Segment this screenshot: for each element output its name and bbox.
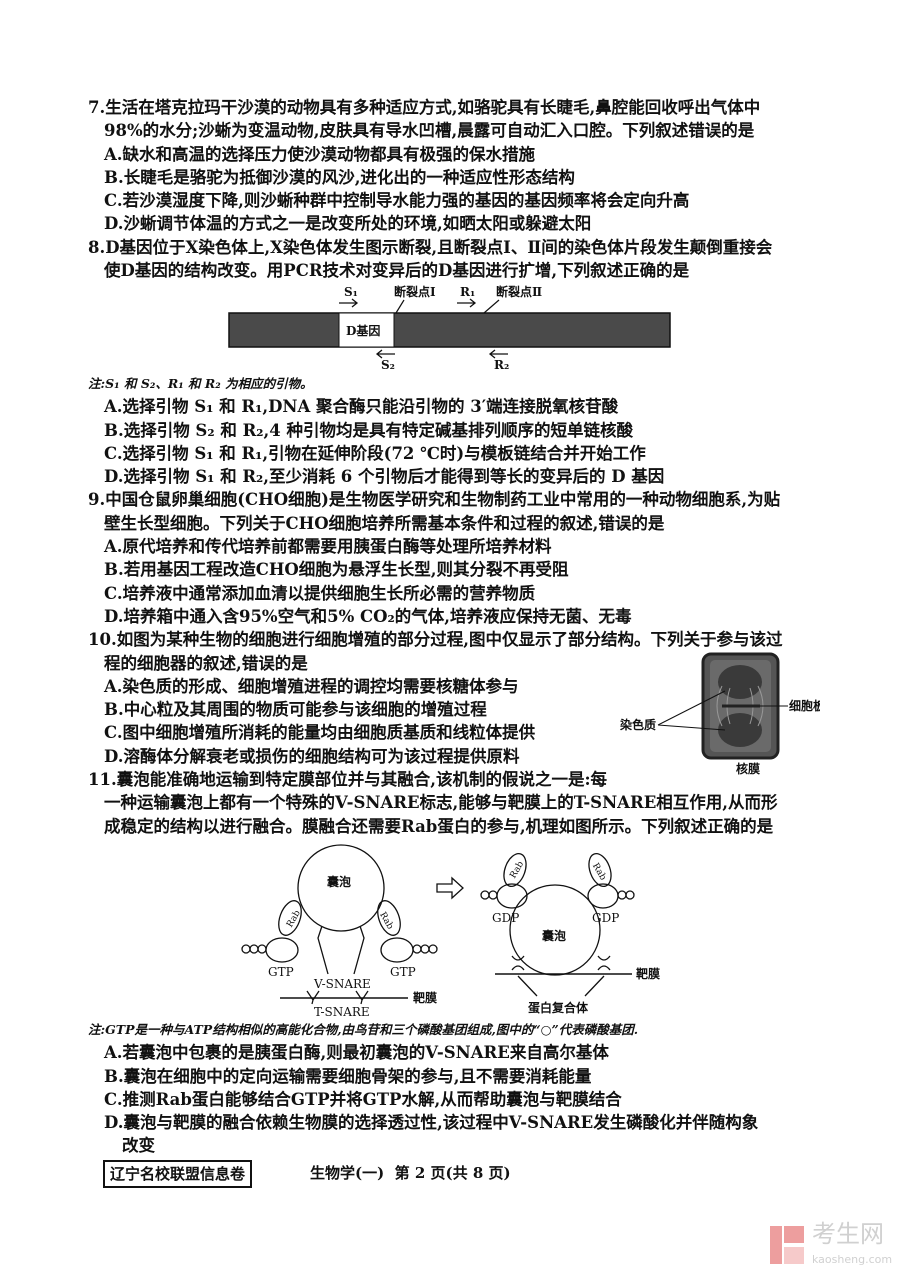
chromosome-bar <box>228 312 671 348</box>
q11-stem-line2: 一种运输囊泡上都有一个特殊的V-SNARE标志,能够与靶膜上的T-SNARE相互… <box>104 793 778 813</box>
q8-stem-line1: 8.D基因位于X染色体上,X染色体发生图示断裂,且断裂点Ⅰ、Ⅱ间的染色体片段发生… <box>88 237 773 257</box>
pointer-line <box>395 299 405 314</box>
q8-option-a: A.选择引物 S₁ 和 R₁,DNA 聚合酶只能沿引物的 3′端连接脱氧核苷酸 <box>104 397 619 417</box>
arrow-right-icon <box>339 298 359 308</box>
vesicle-label: 囊泡 <box>541 928 566 943</box>
q10-option-b: B.中心粒及其周围的物质可能参与该细胞的增殖过程 <box>104 700 487 720</box>
q8-note: 注:S₁ 和 S₂、R₁ 和 R₂ 为相应的引物。 <box>88 376 313 391</box>
upper-nucleus <box>718 665 762 699</box>
chromosome-diagram: D基因 S₁ 断裂点Ⅰ R₁ 断裂点Ⅱ S₂ R₂ <box>228 284 671 372</box>
v-snare-label: V-SNARE <box>313 977 371 991</box>
arrow-right-icon <box>436 876 464 900</box>
q11-option-b: B.囊泡在细胞中的定向运输需要细胞骨架的参与,且不需要消耗能量 <box>104 1066 592 1086</box>
q9-option-c: C.培养液中通常添加血清以提供细胞生长所必需的营养物质 <box>104 583 536 603</box>
vesicle-fusion-diagram: 囊泡 Rab Rab GTP GTP V-SNARE 靶膜 T-SNARE Ra… <box>241 844 660 1018</box>
q7-stem-line1: 7.生活在塔克拉玛干沙漠的动物具有多种适应方式,如骆驼具有长睫毛,鼻腔能回收呼出… <box>88 98 761 117</box>
q7-option-c: C.若沙漠湿度下降,则沙蜥种群中控制导水能力强的基因的基因频率将会定向升高 <box>104 191 690 211</box>
cell-division-figure: 细胞板 染色质 核膜 <box>619 652 820 776</box>
q11-option-d-continued: 改变 <box>122 1136 155 1156</box>
watermark-url: kaosheng.com <box>812 1253 893 1266</box>
protein-complex-label: 蛋白复合体 <box>528 1000 589 1015</box>
primer-s1-label: S₁ <box>344 285 358 299</box>
q10-stem-line1: 10.如图为某种生物的细胞进行细胞增殖的部分过程,图中仅显示了部分结构。下列关于… <box>88 630 783 650</box>
vesicle-label: 囊泡 <box>326 874 351 889</box>
q9-stem-line2: 壁生长型细胞。下列关于CHO细胞培养所需基本条件和过程的叙述,错误的是 <box>104 513 665 533</box>
pointer-line <box>657 690 726 731</box>
rab-right <box>377 900 401 936</box>
questions-8-11: 注:S₁ 和 S₂、R₁ 和 R₂ 为相应的引物。 A.选择引物 S₁ 和 R₁… <box>0 372 900 838</box>
q9-option-d: D.培养箱中通入含95%空气和5% CO₂的气体,培养液应保持无菌、无毒 <box>104 606 632 626</box>
q10-option-a: A.染色质的形成、细胞增殖进程的调控均需要核糖体参与 <box>104 676 519 696</box>
question-11-options: 注:GTP是一种与ATP结构相似的高能化合物,由鸟苷和三个磷酸基团组成,图中的“… <box>0 1018 900 1158</box>
gtp-label: GTP <box>268 965 294 979</box>
q11-note: 注:GTP是一种与ATP结构相似的高能化合物,由鸟苷和三个磷酸基团组成,图中的“… <box>88 1022 639 1037</box>
q8-option-b: B.选择引物 S₂ 和 R₂,4 种引物均是具有特定碱基排列顺序的短单链核酸 <box>104 420 633 440</box>
vesicle-left <box>297 844 385 932</box>
q11-option-c: C.推测Rab蛋白能够结合GTP并将GTP水解,从而帮助囊泡与靶膜结合 <box>104 1089 622 1109</box>
break-point-2-label: 断裂点Ⅱ <box>496 284 542 299</box>
footer-series-label: 辽宁名校联盟信息卷 <box>103 1160 252 1188</box>
d-gene-label: D基因 <box>346 323 380 338</box>
rab-label: Rab <box>508 860 526 881</box>
d-gene-box <box>338 312 395 348</box>
gtp-label: GTP <box>390 965 416 979</box>
gdp-label: GDP <box>592 911 619 925</box>
rab-left <box>278 900 302 936</box>
cell-plate-label: 细胞板 <box>789 698 820 713</box>
q8-stem-line2: 使D基因的结构改变。用PCR技术对变异后的D基因进行扩增,下列叙述正确的是 <box>104 261 690 281</box>
questions-7-8: 7.生活在塔克拉玛干沙漠的动物具有多种适应方式,如骆驼具有长睫毛,鼻腔能回收呼出… <box>0 96 900 282</box>
pointer-line <box>483 299 500 314</box>
vesicle-right <box>509 884 601 976</box>
q11-stem-line1: 11.囊泡能准确地运输到特定膜部位并与其融合,该机制的假说之一是:每 <box>88 770 608 790</box>
t-snare-label: T-SNARE <box>314 1005 370 1018</box>
kaosheng-logo-icon <box>770 1226 804 1264</box>
rab-label: Rab <box>590 862 608 883</box>
arrow-right-icon <box>457 298 477 308</box>
break-point-1-label: 断裂点Ⅰ <box>394 284 436 299</box>
q7-option-a: A.缺水和高温的选择压力使沙漠动物都具有极强的保水措施 <box>104 144 536 164</box>
q10-option-d: D.溶酶体分解衰老或损伤的细胞结构可为该过程提供原料 <box>104 746 520 766</box>
nuclear-membrane-label: 核膜 <box>736 761 760 776</box>
q8-option-d: D.选择引物 S₁ 和 R₂,至少消耗 6 个引物后才能得到等长的变异后的 D … <box>104 467 665 487</box>
q10-stem-line2: 程的细胞器的叙述,错误的是 <box>104 653 308 673</box>
q9-stem-line1: 9.中国仓鼠卵巢细胞(CHO细胞)是生物医学研究和生物制药工业中常用的一种动物细… <box>88 490 781 510</box>
footer-page-info: 生物学(一) 第 2 页(共 8 页) <box>310 1164 511 1182</box>
q11-option-a: A.若囊泡中包裹的是胰蛋白酶,则最初囊泡的V-SNARE来自高尔基体 <box>104 1043 609 1063</box>
watermark: 考生网 kaosheng.com <box>770 1220 900 1273</box>
q9-option-a: A.原代培养和传代培养前都需要用胰蛋白酶等处理所培养材料 <box>104 537 552 557</box>
q7-option-b: B.长睫毛是骆驼为抵御沙漠的风沙,进化出的一种适应性形态结构 <box>104 167 575 187</box>
q7-stem-line2: 98%的水分;沙蜥为变温动物,皮肤具有导水凹槽,晨露可自动汇入口腔。下列叙述错误… <box>104 121 755 141</box>
q9-option-b: B.若用基因工程改造CHO细胞为悬浮生长型,则其分裂不再受阻 <box>104 560 569 580</box>
q11-option-d: D.囊泡与靶膜的融合依赖生物膜的选择透过性,该过程中V-SNARE发生磷酸化并伴… <box>104 1113 759 1133</box>
target-membrane-label: 靶膜 <box>413 990 437 1005</box>
target-membrane-label: 靶膜 <box>636 966 660 981</box>
primer-r2-label: R₂ <box>494 358 509 372</box>
gdp-label: GDP <box>492 911 519 925</box>
chromatin-label: 染色质 <box>619 717 656 732</box>
watermark-name: 考生网 <box>812 1220 884 1248</box>
q7-option-d: D.沙蜥调节体温的方式之一是改变所处的环境,如晒太阳或躲避太阳 <box>104 214 592 234</box>
q11-stem-line3: 成稳定的结构以进行融合。膜融合还需要Rab蛋白的参与,机理如图所示。下列叙述正确… <box>104 816 774 836</box>
arrow-left-icon <box>488 349 508 359</box>
primer-r1-label: R₁ <box>460 285 475 299</box>
arrow-left-icon <box>375 349 395 359</box>
primer-s2-label: S₂ <box>381 358 395 372</box>
q10-option-c: C.图中细胞增殖所消耗的能量均由细胞质基质和线粒体提供 <box>104 723 536 743</box>
q8-option-c: C.选择引物 S₁ 和 R₁,引物在延伸阶段(72 ℃时)与模板链结合并开始工作 <box>104 443 646 463</box>
